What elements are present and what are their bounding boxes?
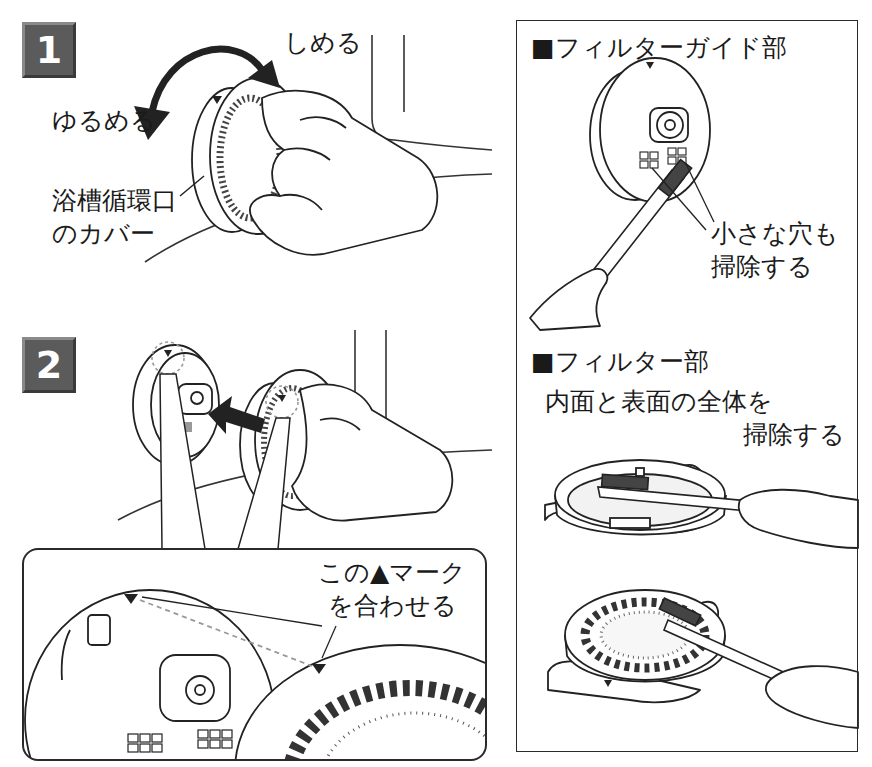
- filter-bowl: [636, 468, 644, 476]
- zoom-detail: [210, 730, 220, 738]
- push-arrow: [208, 396, 265, 434]
- zoom-detail: [128, 734, 138, 742]
- wall-fitting: [178, 384, 212, 414]
- zoom-detail: [222, 730, 232, 738]
- zoom-detail: [88, 615, 110, 645]
- hand: [766, 666, 858, 728]
- hand: [250, 91, 437, 255]
- step-number: 1: [22, 22, 76, 78]
- hand: [739, 490, 858, 548]
- hand: [766, 666, 858, 728]
- filter-guide: [640, 152, 648, 159]
- leader-line: [180, 176, 204, 196]
- zoom-detail: [128, 730, 232, 752]
- zoom-detail: [140, 734, 150, 742]
- wall-fitting: [191, 392, 203, 404]
- section-heading: ■フィルターガイド部: [531, 31, 787, 64]
- step-numeral: 1: [36, 31, 62, 69]
- instruction-text: 内面と表面の全体を 掃除する: [545, 385, 845, 451]
- bathtub-lines: [403, 35, 405, 112]
- leader-line: [686, 164, 714, 222]
- zoom-detail: [312, 664, 326, 674]
- direction-label: しめる: [284, 26, 362, 59]
- zoom-marker: [266, 386, 298, 418]
- hand: [320, 418, 360, 430]
- rotate-arrow: [152, 49, 262, 112]
- toothbrush: [602, 474, 649, 489]
- filter-guide: [650, 152, 658, 159]
- zoom-detail: [198, 740, 208, 748]
- filter-bowl: [610, 518, 650, 528]
- zoom-detail: [210, 740, 220, 748]
- zoom-marker: [152, 342, 184, 374]
- filter-guide: [665, 120, 675, 130]
- zoom-detail: [186, 676, 214, 704]
- bathtub-lines: [372, 35, 492, 150]
- step-numeral: 2: [36, 346, 62, 384]
- circulation-cover: [212, 96, 222, 104]
- callout-note: 小さな穴も 掃除する: [711, 217, 851, 283]
- zoom-detail: [25, 590, 275, 760]
- zoom-detail: [142, 597, 322, 626]
- zoom-detail: [198, 730, 208, 738]
- zoom-detail: [152, 744, 162, 752]
- wall-fitting: [164, 350, 172, 357]
- part-name: 浴槽循環口 のカバー: [52, 184, 202, 250]
- hand: [292, 384, 452, 520]
- hand: [530, 269, 607, 330]
- filter-guide: [646, 62, 654, 69]
- zoom-detail: [140, 744, 150, 752]
- zoom-detail: [322, 626, 336, 658]
- filter-guide: [668, 157, 676, 164]
- bathtub-lines: [145, 35, 492, 262]
- zoom-detail: [195, 685, 205, 695]
- rotate-arrow: [248, 60, 280, 88]
- zoom-callout: この▲マーク を合わせる: [22, 548, 487, 761]
- filter-guide: [668, 148, 676, 155]
- zoom-detail: [124, 594, 138, 604]
- hand: [300, 117, 346, 128]
- section-heading: ■フィルター部: [531, 345, 709, 378]
- cleaning-panel: ■フィルターガイド部小さな穴も 掃除する ■フィルター部内面と表面の全体を 掃除す…: [516, 20, 858, 752]
- leader-line: [652, 168, 706, 230]
- filter-guide: [640, 161, 648, 168]
- step-number: 2: [22, 337, 76, 393]
- hand: [250, 91, 437, 255]
- leader-line: [652, 164, 714, 230]
- zoom-detail: [128, 744, 138, 752]
- zoom-detail: [160, 655, 230, 721]
- zoom-wedge: [238, 418, 290, 549]
- filter-guide: [590, 58, 710, 202]
- filter-guide: [657, 112, 683, 138]
- filter-guide: [650, 108, 688, 142]
- zoom-detail: [290, 688, 486, 760]
- filter-guide: [678, 148, 686, 155]
- hand: [739, 490, 858, 548]
- hand: [280, 195, 322, 210]
- toothbrush: [659, 598, 700, 626]
- zoom-wedge: [160, 374, 290, 549]
- zoom-detail: [222, 740, 232, 748]
- callout-note: この▲マーク を合わせる: [302, 556, 482, 622]
- filter-cover: [604, 680, 612, 687]
- hand: [530, 269, 607, 330]
- hand: [292, 384, 452, 520]
- zoom-detail: [320, 713, 486, 760]
- direction-label: ゆるめる: [52, 104, 156, 137]
- hand: [284, 148, 330, 160]
- zoom-detail: [62, 630, 70, 680]
- zoom-detail: [152, 734, 162, 742]
- circulation-cover: [278, 395, 286, 402]
- zoom-wedge: [160, 374, 205, 549]
- zoom-detail: [235, 645, 486, 760]
- filter-guide: [650, 161, 658, 168]
